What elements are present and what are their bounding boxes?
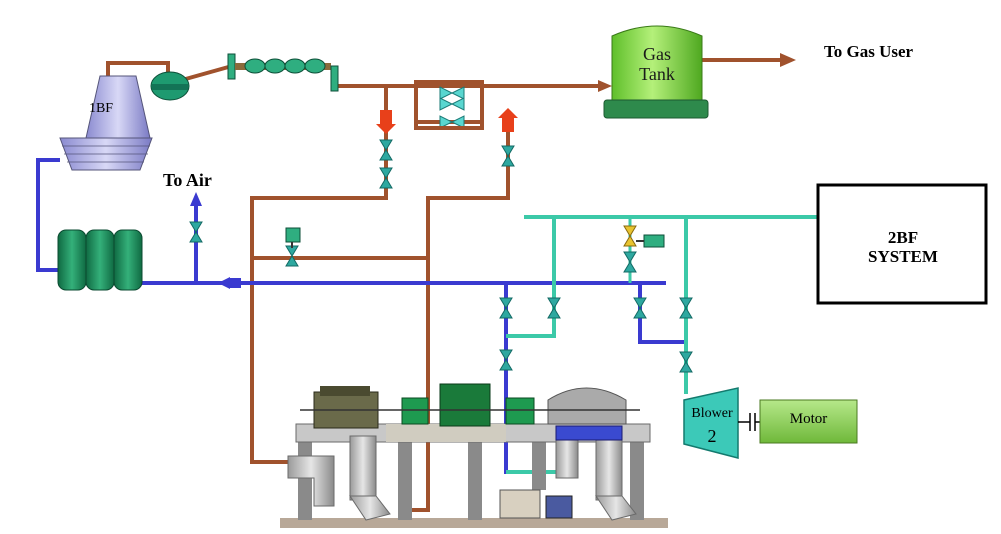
gas-pipe-catcher-to-filter [181, 64, 233, 82]
valve-icon [189, 221, 203, 243]
blower-label-line1: Blower [691, 406, 733, 421]
gas-pipe-right-drop [402, 128, 510, 512]
valve-icon [501, 145, 515, 167]
valve-icon [547, 297, 561, 319]
gas-tank-inlet-arrow-icon [598, 80, 612, 92]
blower-label: Blower 2 [683, 403, 741, 447]
bypass-valve-group [439, 86, 465, 129]
gas-pipe-left-drop [250, 86, 388, 464]
bf2-label-line1: 2BF [887, 228, 919, 247]
to-air-arrow-icon [190, 192, 202, 206]
flow-arrow-down-icon [376, 110, 396, 134]
valve-icon [679, 297, 693, 319]
valve-icon [439, 115, 465, 129]
flow-arrow-up-icon [498, 108, 518, 132]
bf2-label-line2: SYSTEM [868, 247, 938, 266]
turbine-assembly-icon [280, 383, 668, 528]
to-gas-user-label: To Gas User [824, 42, 914, 61]
valve-icon [439, 97, 465, 111]
bf2-system-box [816, 183, 988, 305]
air-pipe-down-left [504, 283, 530, 474]
gas-pipe-furnace-to-catcher [106, 61, 170, 76]
dust-catcher-icon [150, 71, 190, 101]
valve-icon [633, 297, 647, 319]
gas-tank-icon [603, 25, 709, 119]
motor-label: Motor [789, 411, 828, 427]
bf1-label: 1BF [88, 101, 114, 116]
scrubber-tower-icon [57, 229, 143, 291]
to-air-label: To Air [163, 170, 212, 190]
valve-icon [379, 167, 393, 189]
blower-icon [683, 387, 739, 459]
gas-tank-label: Gas Tank [612, 44, 702, 84]
valve-icon [439, 86, 465, 100]
valve-icon [499, 349, 513, 371]
gas-tank-label-line1: Gas [643, 44, 671, 64]
flow-direction-arrow-icon [218, 277, 241, 289]
air-pipe-furnace-to-scrubber [36, 158, 60, 272]
actuator-valve-icon [285, 227, 301, 248]
valve-icon [285, 245, 299, 267]
bypass-frame [414, 80, 484, 130]
air-pipe-down-right [638, 283, 686, 344]
cold-pipe-left-drop [506, 217, 556, 338]
gas-user-arrow-icon [780, 53, 796, 67]
bf2-system-label: 2BF SYSTEM [820, 228, 986, 266]
line-valves [189, 139, 693, 373]
control-valve-icon [623, 217, 665, 283]
coupling-icon [738, 413, 760, 431]
valve-icon [379, 139, 393, 161]
valve-icon [499, 297, 513, 319]
blower-label-line2: 2 [707, 426, 717, 446]
blast-furnace-icon [59, 75, 153, 171]
valve-icon [679, 351, 693, 373]
filter-bags-icon [227, 53, 339, 92]
gas-tank-label-line2: Tank [639, 64, 675, 84]
motor-icon [759, 399, 858, 444]
